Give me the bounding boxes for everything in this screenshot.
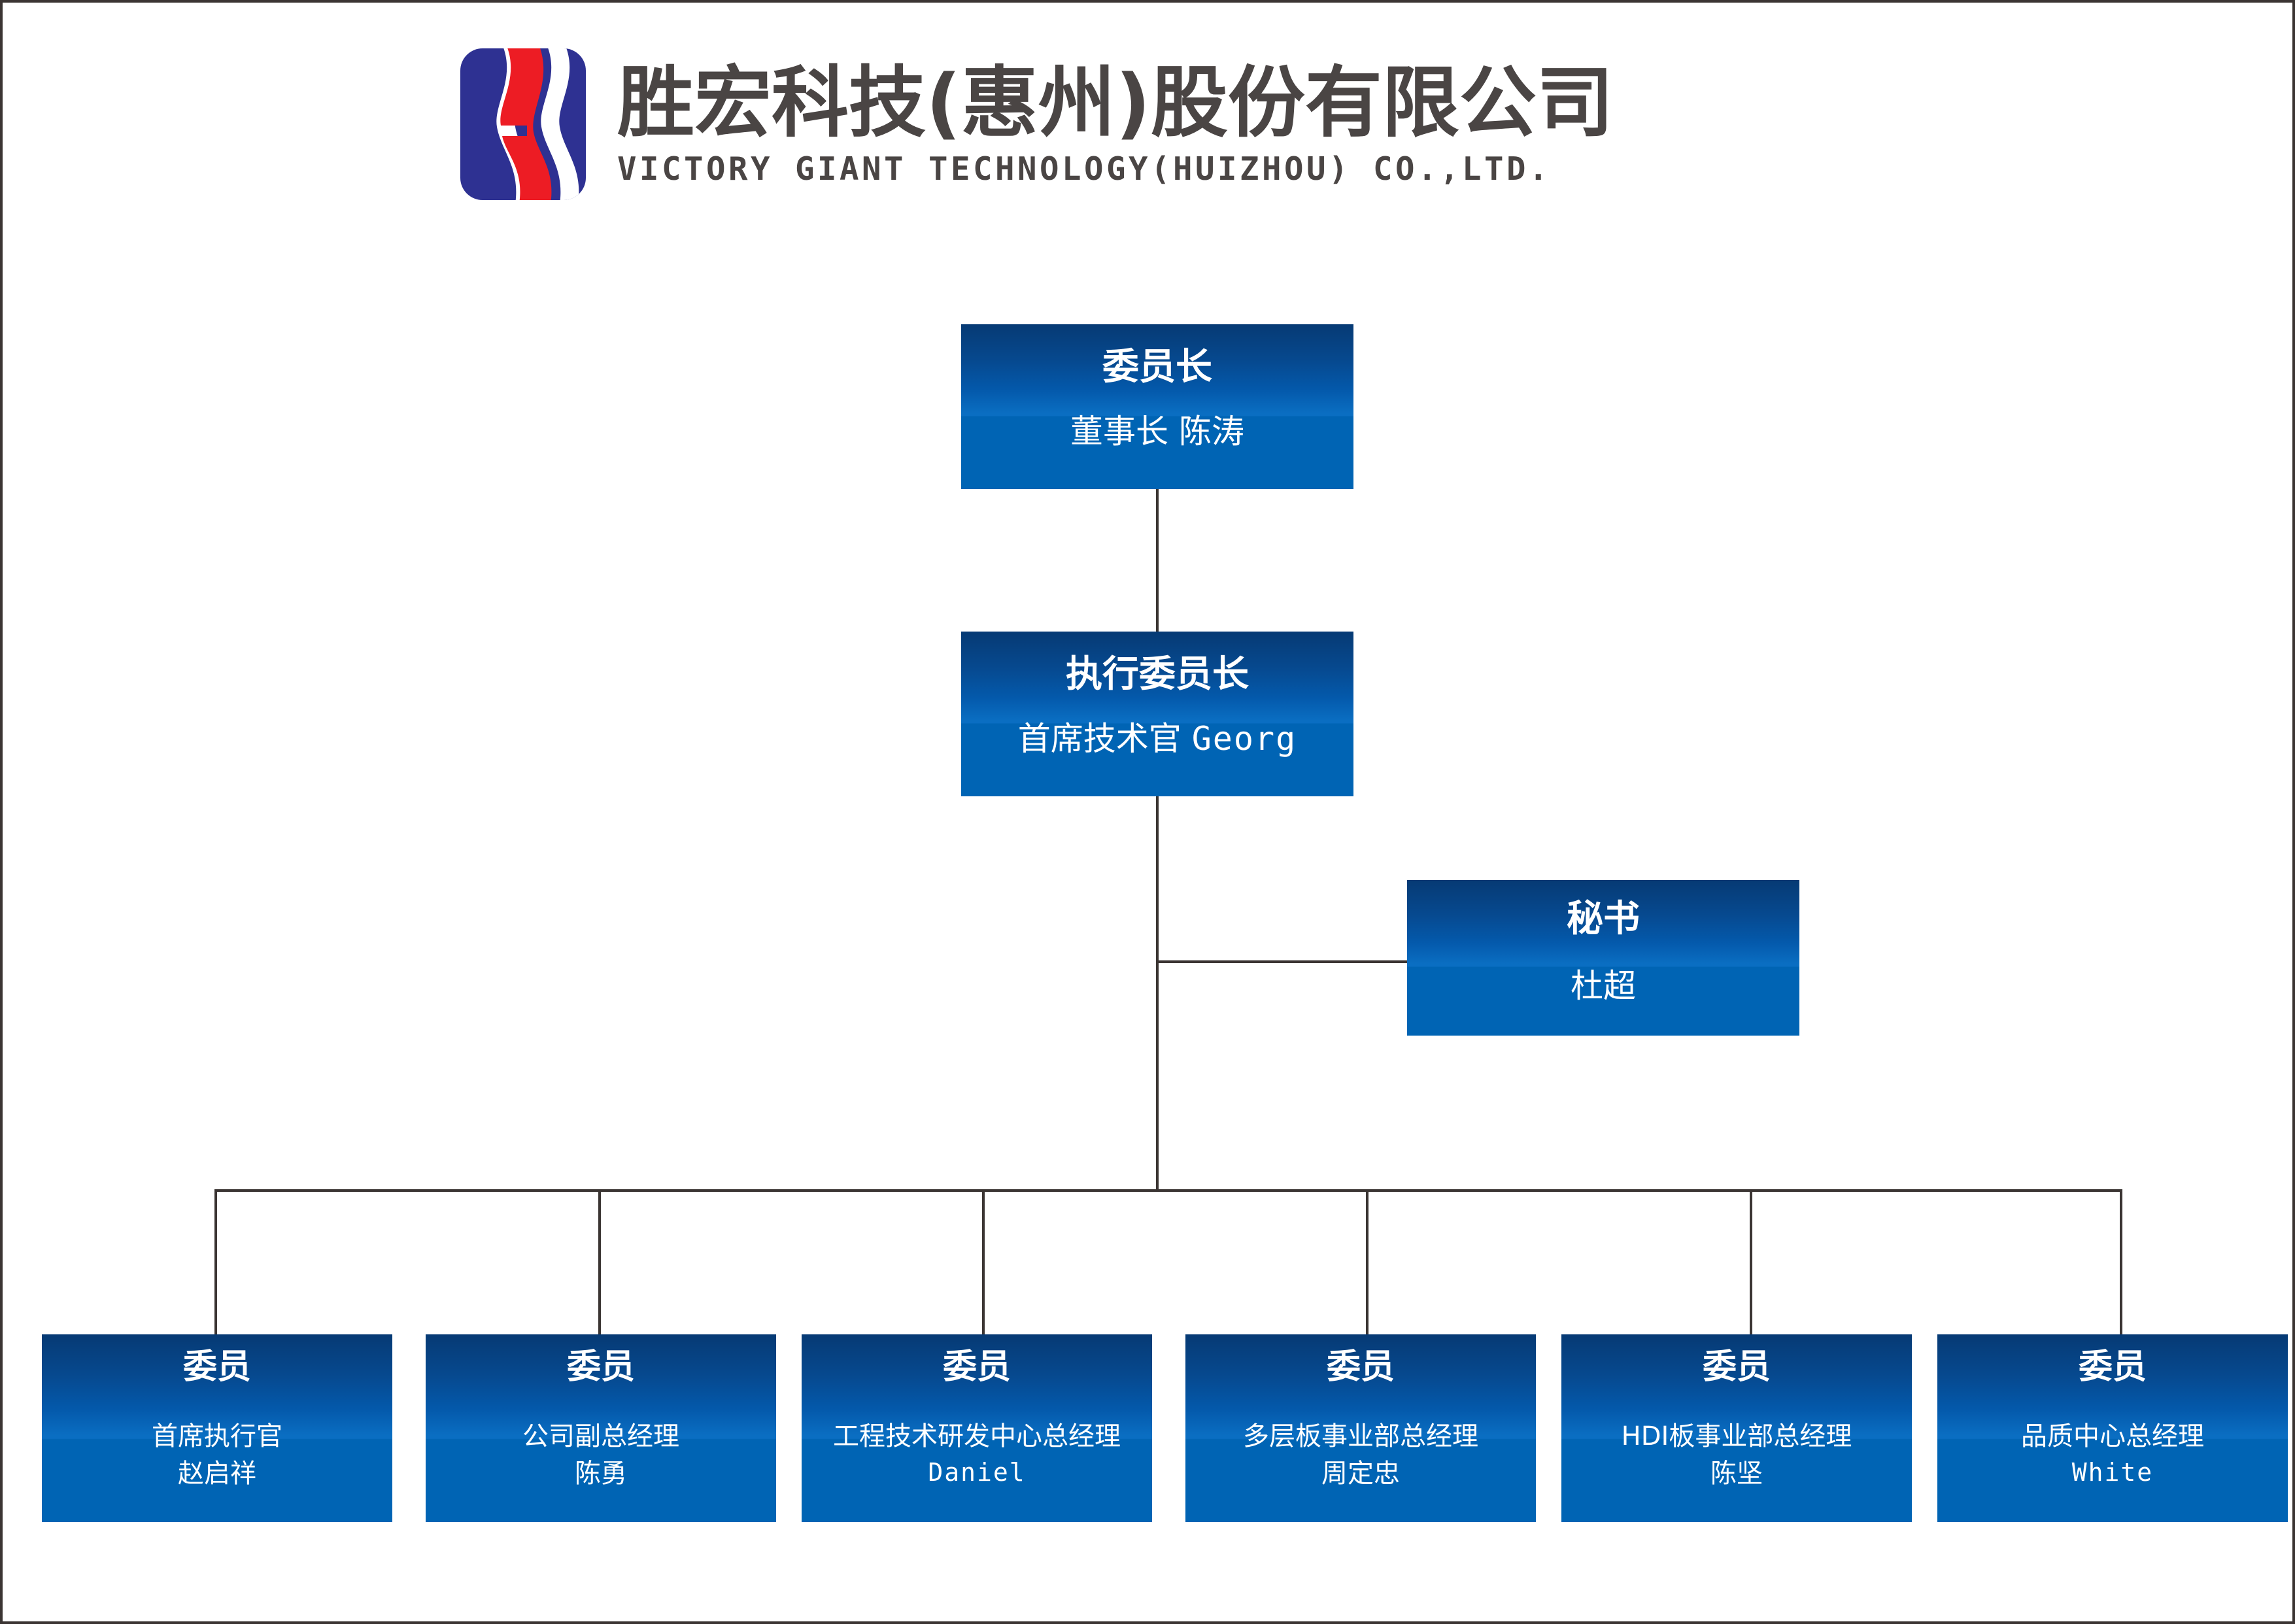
org-node-member-6-detail: 品质中心总经理 White: [2017, 1418, 2208, 1491]
company-name-en: VICTORY GIANT TECHNOLOGY(HUIZHOU) CO.,LT…: [617, 150, 1552, 188]
org-node-member-5-title: 委员: [1702, 1347, 1771, 1387]
company-name-block: 胜宏科技(惠州)股份有限公司 VICTORY GIANT TECHNOLOGY(…: [617, 63, 1614, 186]
org-node-member-1-person: 赵启祥: [178, 1458, 256, 1489]
org-node-executive-chairman-person: Georg: [1191, 720, 1297, 758]
org-node-member-2[interactable]: 委员 公司副总经理 陈勇: [426, 1334, 776, 1522]
org-node-executive-chairman[interactable]: 执行委员长 首席技术官 Georg: [961, 632, 1353, 796]
org-node-member-4-title: 委员: [1326, 1347, 1395, 1387]
connector-member-bus: [214, 1189, 2122, 1192]
org-node-member-4-person: 周定忠: [1321, 1458, 1400, 1489]
connector-drop-member1: [214, 1189, 217, 1334]
org-node-member-1-detail: 首席执行官 赵启祥: [148, 1418, 286, 1493]
org-node-member-3[interactable]: 委员 工程技术研发中心总经理 Daniel: [802, 1334, 1152, 1522]
org-node-executive-chairman-title: 执行委员长: [1066, 653, 1249, 696]
org-node-member-5-person: 陈坚: [1710, 1458, 1763, 1489]
org-node-member-4-role: 多层板事业部总经理: [1243, 1421, 1478, 1451]
org-node-member-1-title: 委员: [182, 1347, 251, 1387]
org-node-chairman[interactable]: 委员长 董事长 陈涛: [961, 324, 1353, 489]
org-node-member-3-role: 工程技术研发中心总经理: [833, 1421, 1121, 1451]
org-node-executive-chairman-role: 首席技术官: [1017, 720, 1192, 758]
org-node-member-2-person: 陈勇: [575, 1458, 627, 1489]
connector-chairman-to-exec: [1156, 489, 1159, 632]
victory-giant-logo-icon: [460, 48, 586, 200]
org-node-member-3-person: Daniel: [928, 1457, 1026, 1487]
org-node-secretary[interactable]: 秘书 杜超: [1407, 880, 1799, 1036]
org-node-member-5[interactable]: 委员 HDI板事业部总经理 陈坚: [1561, 1334, 1912, 1522]
org-node-member-3-detail: 工程技术研发中心总经理 Daniel: [829, 1418, 1125, 1491]
org-node-chairman-title: 委员长: [1102, 346, 1212, 388]
org-node-member-2-detail: 公司副总经理 陈勇: [518, 1418, 683, 1493]
org-node-member-4-detail: 多层板事业部总经理 周定忠: [1239, 1418, 1482, 1493]
org-node-member-3-title: 委员: [942, 1347, 1011, 1387]
org-node-chairman-subtitle: 董事长 陈涛: [1070, 413, 1244, 450]
connector-exec-to-secretary: [1156, 960, 1408, 963]
org-node-member-6-role: 品质中心总经理: [2021, 1421, 2204, 1451]
connector-drop-member4: [1366, 1189, 1368, 1334]
org-node-member-4[interactable]: 委员 多层板事业部总经理 周定忠: [1185, 1334, 1536, 1522]
org-node-member-5-detail: HDI板事业部总经理 陈坚: [1618, 1418, 1856, 1493]
connector-drop-member3: [982, 1189, 985, 1334]
org-node-secretary-title: 秘书: [1567, 898, 1640, 940]
connector-drop-member5: [1750, 1189, 1752, 1334]
org-node-member-5-role: HDI板事业部总经理: [1621, 1421, 1852, 1451]
company-header: 胜宏科技(惠州)股份有限公司 VICTORY GIANT TECHNOLOGY(…: [460, 48, 1614, 200]
connector-exec-trunk: [1156, 796, 1159, 1191]
org-node-member-6-person: White: [2071, 1457, 2154, 1487]
connector-drop-member2: [598, 1189, 601, 1334]
org-node-executive-chairman-subtitle: 首席技术官 Georg: [1018, 718, 1297, 760]
org-node-member-6-title: 委员: [2078, 1347, 2147, 1387]
org-node-secretary-subtitle: 杜超: [1571, 967, 1636, 1005]
org-node-member-2-role: 公司副总经理: [522, 1421, 679, 1451]
org-node-member-1-role: 首席执行官: [152, 1421, 282, 1451]
company-name-cn: 胜宏科技(惠州)股份有限公司: [617, 57, 1614, 148]
connector-drop-member6: [2120, 1189, 2122, 1334]
org-node-member-6[interactable]: 委员 品质中心总经理 White: [1937, 1334, 2288, 1522]
org-node-member-2-title: 委员: [566, 1347, 635, 1387]
org-node-member-1[interactable]: 委员 首席执行官 赵启祥: [42, 1334, 392, 1522]
